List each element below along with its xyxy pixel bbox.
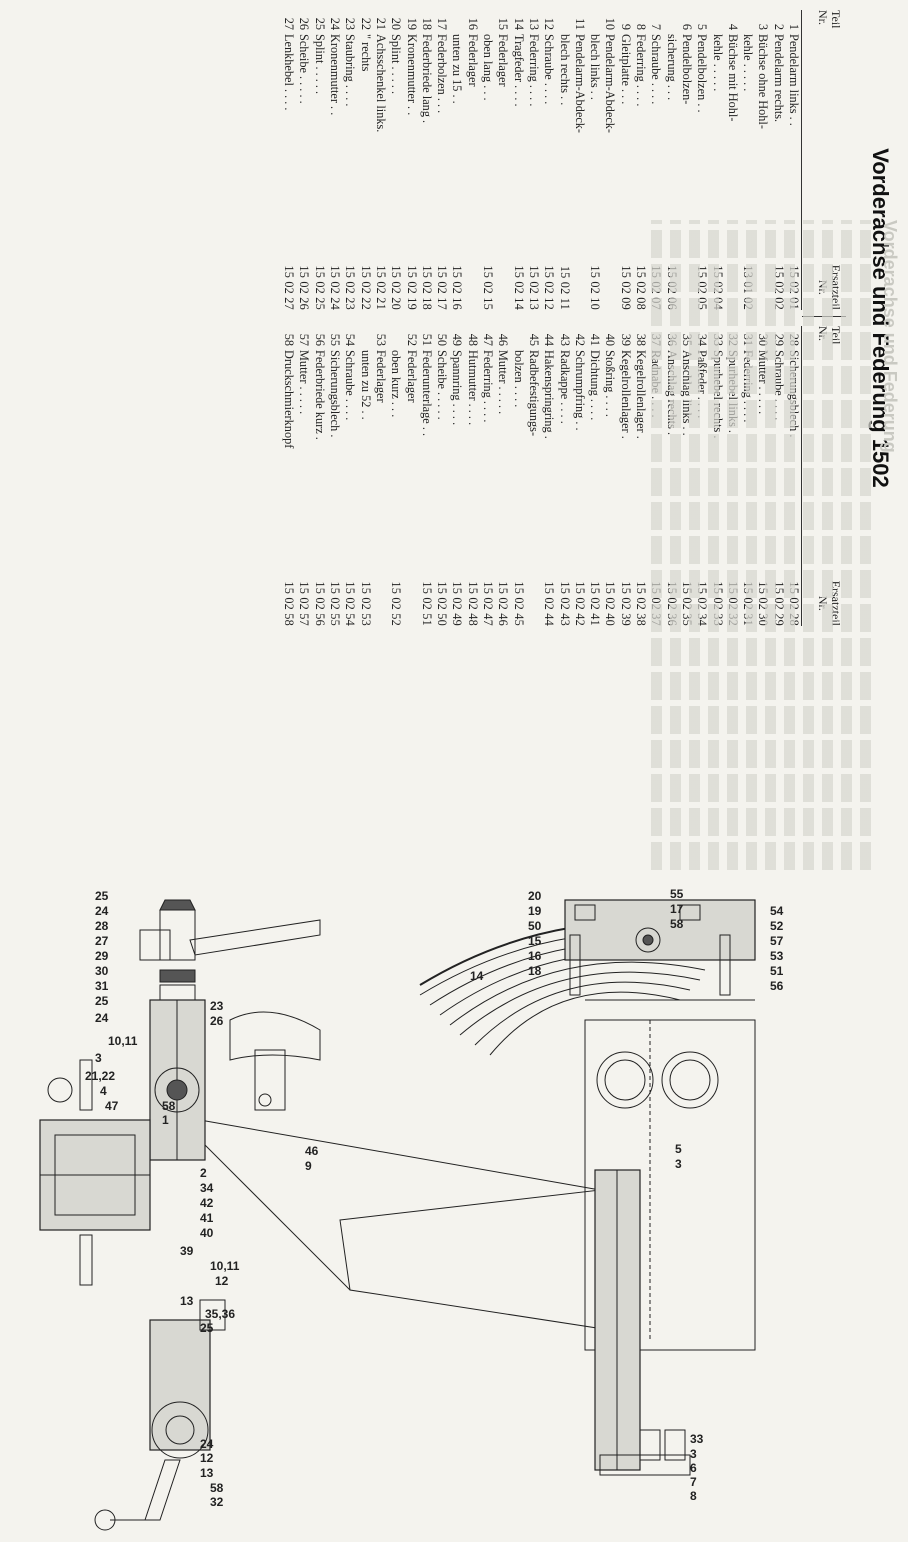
callout-label: 41 xyxy=(200,1211,214,1225)
callout-label: 24 xyxy=(95,1011,109,1025)
callout-label: 39 xyxy=(180,1244,194,1258)
callout-label: 34 xyxy=(200,1181,214,1195)
leaf-spring xyxy=(419,899,756,1056)
cover-plate xyxy=(229,1011,321,1111)
callout-label: 10,11 xyxy=(210,1259,240,1273)
callout-label: 2 xyxy=(200,1166,207,1180)
callout-label: 10,11 xyxy=(108,1034,138,1048)
lower-knuckle xyxy=(94,1299,226,1531)
callout-label: 18 xyxy=(528,964,542,978)
callout-label: 19 xyxy=(528,904,542,918)
callout-label: 55 xyxy=(670,887,684,901)
callout-label: 7 xyxy=(690,1475,697,1489)
callout-label: 13 xyxy=(200,1466,214,1480)
callout-label: 25 xyxy=(95,994,109,1008)
callout-label: 30 xyxy=(95,964,109,978)
callout-label: 12 xyxy=(215,1274,229,1288)
callout-label: 12 xyxy=(200,1451,214,1465)
callout-label: 24 xyxy=(95,904,109,918)
callout-label: 50 xyxy=(528,919,542,933)
callout-label: 52 xyxy=(770,919,784,933)
callout-label: 33 xyxy=(690,1432,704,1446)
callout-label: 54 xyxy=(770,904,784,918)
callout-label: 17 xyxy=(670,902,684,916)
callout-label: 53 xyxy=(770,949,784,963)
callout-label: 31 xyxy=(95,979,109,993)
callout-label: 56 xyxy=(770,979,784,993)
callout-label: 3 xyxy=(675,1157,682,1171)
callout-label: 28 xyxy=(95,919,109,933)
callout-label: 5 xyxy=(675,1142,682,1156)
callout-label: 35,36 xyxy=(205,1307,235,1321)
callout-label: 26 xyxy=(210,1014,224,1028)
callout-label: 9 xyxy=(305,1159,312,1173)
callout-label: 42 xyxy=(200,1196,214,1210)
steering-knuckle xyxy=(139,899,321,1161)
callout-label: 4 xyxy=(100,1084,107,1098)
callout-label: 24 xyxy=(200,1437,214,1451)
wheel-hub xyxy=(39,1059,151,1286)
callout-label: 3 xyxy=(690,1447,697,1461)
callout-label: 14 xyxy=(470,969,484,983)
callout-label: 25 xyxy=(200,1321,214,1335)
callout-label: 21,22 xyxy=(85,1069,115,1083)
callout-label: 25 xyxy=(95,889,109,903)
callout-label: 58 xyxy=(670,917,684,931)
callout-label: 51 xyxy=(770,964,784,978)
callout-label: 46 xyxy=(305,1144,319,1158)
pendelarm xyxy=(199,1119,691,1476)
frame-member xyxy=(584,999,756,1351)
callout-label: 29 xyxy=(95,949,109,963)
callout-label: 57 xyxy=(770,934,784,948)
callout-label: 40 xyxy=(200,1226,214,1240)
callout-label: 6 xyxy=(690,1461,697,1475)
callout-label: 8 xyxy=(690,1489,697,1503)
callout-label: 58 xyxy=(210,1481,224,1495)
callout-label: 23 xyxy=(210,999,224,1013)
callout-labels: 5517585452575351562019501516181453252428… xyxy=(85,887,784,1509)
callout-label: 16 xyxy=(528,949,542,963)
callout-label: 58 xyxy=(162,1099,176,1113)
callout-label: 20 xyxy=(528,889,542,903)
callout-label: 47 xyxy=(105,1099,119,1113)
callout-label: 3 xyxy=(95,1051,102,1065)
callout-label: 1 xyxy=(162,1113,169,1127)
callout-label: 27 xyxy=(95,934,109,948)
callout-label: 32 xyxy=(210,1495,224,1509)
callout-label: 15 xyxy=(528,934,542,948)
callout-label: 13 xyxy=(180,1294,194,1308)
